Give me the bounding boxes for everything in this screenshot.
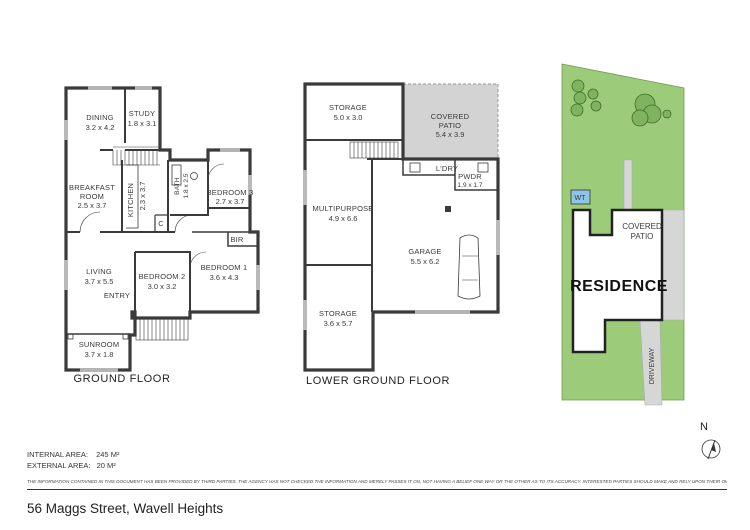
laundry-label: L'DRY — [436, 164, 458, 173]
ground-floor-title: GROUND FLOOR — [73, 373, 170, 385]
dining-dim: 3.2 x 4.2 — [86, 123, 115, 132]
internal-area-label: INTERNAL AREA: — [27, 450, 88, 459]
residence-label: RESIDENCE — [570, 278, 668, 295]
storage-2-label: STORAGE — [319, 309, 357, 318]
living-dim: 3.7 x 5.5 — [85, 277, 114, 286]
study-label: STUDY — [129, 109, 155, 118]
storage-1-label: STORAGE — [329, 103, 367, 112]
living-label: LIVING — [86, 267, 112, 276]
kitchen-dim: 2.3 x 3.7 — [138, 182, 147, 211]
entry-label: ENTRY — [104, 291, 130, 300]
lower-ground-floor-plan — [303, 82, 500, 372]
internal-area-value: 245 M² — [96, 450, 120, 459]
property-address: 56 Maggs Street, Wavell Heights — [27, 501, 224, 516]
disclaimer-text: THE INFORMATION CONTAINED IN THIS DOCUME… — [27, 479, 727, 484]
study-dim: 1.8 x 3.1 — [128, 119, 157, 128]
dining-label: DINING — [86, 113, 113, 122]
sunroom-label: SUNROOM — [79, 340, 120, 349]
breakfast-room-label-2: ROOM — [80, 192, 104, 201]
bir-label: BIR — [230, 235, 243, 244]
site-covered-patio-label-1: COVERED — [622, 222, 662, 231]
powder-label: PWDR — [458, 172, 482, 181]
ground-floor-plan — [64, 86, 260, 372]
north-label: N — [700, 421, 708, 433]
garage-label: GARAGE — [408, 247, 441, 256]
bedroom-2-dim: 3.0 x 3.2 — [148, 282, 177, 291]
bedroom-1-dim: 3.6 x 4.3 — [210, 273, 239, 282]
breakfast-room-dim: 2.5 x 3.7 — [78, 201, 107, 210]
site-covered-patio-label-2: PATIO — [631, 232, 654, 241]
external-area: EXTERNAL AREA: 20 M² — [27, 461, 116, 470]
bedroom-3-label: BEDROOM 3 — [207, 188, 254, 197]
bath-label: BATH — [174, 177, 181, 195]
internal-area: INTERNAL AREA: 245 M² — [27, 450, 119, 459]
covered-patio-label-1: COVERED — [431, 112, 470, 121]
storage-2-dim: 3.6 x 5.7 — [324, 319, 353, 328]
north-arrow-icon — [701, 439, 721, 460]
multipurpose-dim: 4.9 x 6.6 — [329, 214, 358, 223]
site-plan — [561, 63, 685, 406]
bedroom-1-label: BEDROOM 1 — [201, 263, 248, 272]
multipurpose-label: MULTIPURPOSE — [312, 204, 373, 213]
external-area-value: 20 M² — [96, 461, 116, 470]
bedroom-2-label: BEDROOM 2 — [139, 272, 186, 281]
cupboard-label: C — [158, 219, 164, 228]
driveway-label: DRIVEWAY — [649, 347, 656, 384]
water-tank-label: WT — [575, 195, 587, 202]
covered-patio-dim: 5.4 x 3.9 — [436, 130, 465, 139]
breakfast-room-label-1: BREAKFAST — [69, 183, 115, 192]
bath-dim: 1.8 x 2.5 — [183, 173, 190, 198]
lower-ground-floor-title: LOWER GROUND FLOOR — [306, 375, 450, 387]
sunroom-dim: 3.7 x 1.8 — [85, 350, 114, 359]
bedroom-3-dim: 2.7 x 3.7 — [216, 197, 245, 206]
kitchen-label: KITCHEN — [126, 183, 135, 217]
garage-dim: 5.5 x 6.2 — [411, 257, 440, 266]
tree-icons — [570, 79, 672, 127]
covered-patio-label-2: PATIO — [439, 121, 461, 130]
powder-dim: 1.9 x 1.7 — [458, 182, 483, 189]
storage-1-dim: 5.0 x 3.0 — [334, 113, 363, 122]
external-area-label: EXTERNAL AREA: — [27, 461, 91, 470]
divider — [27, 489, 727, 490]
